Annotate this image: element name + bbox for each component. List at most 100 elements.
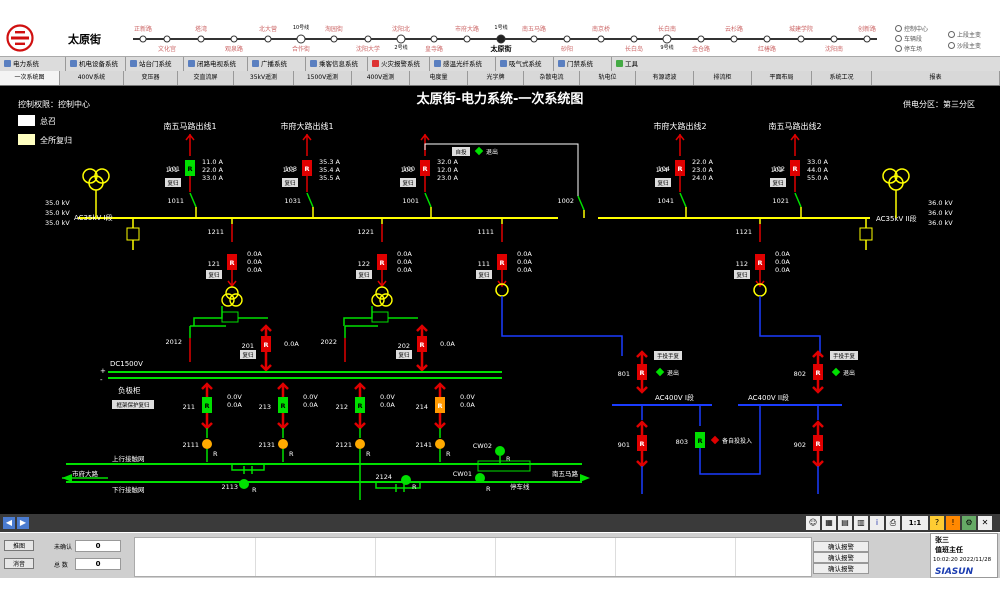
station-label[interactable]: 南京桥 bbox=[591, 26, 611, 33]
reset-button[interactable] bbox=[356, 270, 372, 279]
breaker-icon[interactable] bbox=[637, 364, 647, 380]
station-label[interactable]: 云杉路 bbox=[724, 26, 744, 33]
breaker-icon[interactable] bbox=[278, 397, 288, 413]
station-label[interactable]: 长白岛 bbox=[624, 46, 644, 53]
menu-psd[interactable]: 站台门系统 bbox=[126, 57, 184, 71]
station-label[interactable]: 砂阳 bbox=[560, 46, 574, 53]
breaker-icon[interactable] bbox=[435, 397, 445, 413]
station-label[interactable]: 淘园街 bbox=[324, 26, 344, 33]
menu-access[interactable]: 门禁系统 bbox=[554, 57, 612, 71]
ack-alarm-button-1[interactable]: 确认报警 bbox=[813, 552, 869, 563]
submenu-tab[interactable]: 一次系统图 bbox=[0, 71, 60, 85]
alarm-icon[interactable]: ! bbox=[946, 516, 960, 530]
station-label[interactable]: 市府大路 bbox=[454, 26, 480, 33]
ack-alarm-button-3[interactable]: 确认报警 bbox=[813, 541, 869, 552]
station-label[interactable]: 观泉路 bbox=[224, 46, 244, 53]
reset-button[interactable] bbox=[165, 178, 181, 187]
station-label[interactable]: 合作街 bbox=[291, 46, 311, 53]
submenu-tab[interactable]: 光字牌 bbox=[468, 71, 524, 85]
breaker-icon[interactable] bbox=[420, 160, 430, 176]
reset-button[interactable] bbox=[240, 350, 256, 359]
submenu-tab[interactable]: 轨电位 bbox=[580, 71, 636, 85]
breaker-icon[interactable] bbox=[417, 336, 427, 352]
breaker-icon[interactable] bbox=[261, 336, 271, 352]
station-label[interactable]: 金仓路 bbox=[691, 46, 711, 53]
submenu-tab[interactable]: 报表 bbox=[872, 71, 1000, 85]
ack-alarm-button-2[interactable]: 确认报警 bbox=[813, 563, 869, 574]
submenu-tab[interactable]: 变压器 bbox=[124, 71, 178, 85]
print-icon[interactable]: ⎙ bbox=[886, 516, 900, 530]
manual-mode-button[interactable] bbox=[830, 351, 858, 360]
menu-pa[interactable]: 广播系统 bbox=[248, 57, 306, 71]
station-label[interactable]: 皇寺路 bbox=[424, 46, 444, 53]
station-label[interactable]: 红椿路 bbox=[757, 46, 777, 53]
reset-all-button[interactable]: 全所复归 bbox=[18, 134, 72, 145]
menu-tools[interactable]: 工具 bbox=[612, 57, 676, 71]
station-label[interactable]: 城建学院 bbox=[788, 26, 814, 33]
auto-switch-button[interactable] bbox=[452, 147, 470, 156]
station-label[interactable]: 沈阳大学 bbox=[355, 46, 381, 53]
reset-button[interactable] bbox=[282, 178, 298, 187]
frame-protect-button[interactable] bbox=[112, 400, 154, 409]
station-label[interactable]: 沈阳南 bbox=[824, 46, 844, 53]
submenu-tab[interactable]: 1500V遥测 bbox=[294, 71, 352, 85]
breaker-icon[interactable] bbox=[377, 254, 387, 270]
submenu-tab[interactable]: 系统工况 bbox=[812, 71, 872, 85]
push-picture-button[interactable]: 推图 bbox=[4, 540, 34, 551]
breaker-icon[interactable] bbox=[302, 160, 312, 176]
mute-button[interactable]: 消音 bbox=[4, 558, 34, 569]
menu-fiber[interactable]: 感温光纤系统 bbox=[430, 57, 496, 71]
reset-button[interactable] bbox=[770, 178, 786, 187]
info-icon[interactable]: i bbox=[870, 516, 884, 530]
alarm-list[interactable] bbox=[134, 537, 812, 577]
menu-aspirating[interactable]: 吸气式系统 bbox=[496, 57, 554, 71]
breaker-icon[interactable] bbox=[637, 435, 647, 451]
breaker-icon[interactable] bbox=[813, 364, 823, 380]
submenu-tab[interactable]: 杂散电流 bbox=[524, 71, 580, 85]
breaker-icon[interactable] bbox=[790, 160, 800, 176]
breaker-icon[interactable] bbox=[755, 254, 765, 270]
submenu-tab[interactable]: 35kV遥测 bbox=[234, 71, 294, 85]
menu-power[interactable]: 电力系统 bbox=[0, 57, 66, 71]
submenu-tab[interactable]: 电度量 bbox=[410, 71, 468, 85]
reset-button[interactable] bbox=[476, 270, 492, 279]
breaker-icon[interactable] bbox=[185, 160, 195, 176]
chart-icon[interactable]: ▤ bbox=[838, 516, 852, 530]
document-icon[interactable]: ▥ bbox=[854, 516, 868, 530]
total-call-button[interactable]: 总召 bbox=[18, 115, 56, 126]
station-label[interactable]: 创新路 bbox=[857, 26, 877, 33]
menu-fas[interactable]: 火灾报警系统 bbox=[368, 57, 430, 71]
breaker-icon[interactable] bbox=[202, 397, 212, 413]
reset-button[interactable] bbox=[734, 270, 750, 279]
submenu-tab[interactable]: 交直流屏 bbox=[178, 71, 234, 85]
reset-button[interactable] bbox=[400, 178, 416, 187]
breaker-icon[interactable] bbox=[675, 160, 685, 176]
back-arrow-icon[interactable]: ◀ bbox=[3, 517, 15, 529]
submenu-tab[interactable]: 400V遥测 bbox=[352, 71, 410, 85]
settings-icon[interactable]: ⚙ bbox=[962, 516, 976, 530]
submenu-tab[interactable]: 平面布局 bbox=[752, 71, 812, 85]
breaker-icon[interactable] bbox=[355, 397, 365, 413]
station-label[interactable]: 太原街 bbox=[490, 45, 512, 53]
breaker-icon[interactable] bbox=[497, 254, 507, 270]
calendar-icon[interactable]: ▦ bbox=[822, 516, 836, 530]
breaker-icon[interactable] bbox=[227, 254, 237, 270]
menu-cctv[interactable]: 闭路电视系统 bbox=[184, 57, 248, 71]
reset-button[interactable] bbox=[396, 350, 412, 359]
station-label[interactable]: 文化宫 bbox=[157, 46, 177, 53]
manual-mode-button[interactable] bbox=[654, 351, 682, 360]
menu-mech[interactable]: 机电设备系统 bbox=[66, 57, 126, 71]
station-label[interactable]: 南五马路 bbox=[521, 26, 547, 33]
submenu-tab[interactable]: 400V系统 bbox=[60, 71, 124, 85]
station-label[interactable]: 正新路 bbox=[133, 26, 153, 33]
menu-pis[interactable]: 乘客信息系统 bbox=[306, 57, 368, 71]
reset-button[interactable] bbox=[206, 270, 222, 279]
close-window-icon[interactable]: ✕ bbox=[978, 516, 992, 530]
station-label[interactable]: 长白南 bbox=[657, 26, 677, 33]
breaker-icon[interactable] bbox=[695, 432, 705, 448]
station-label[interactable]: 塔湾 bbox=[194, 26, 208, 33]
submenu-tab[interactable]: 有源滤波 bbox=[636, 71, 694, 85]
reset-button[interactable] bbox=[655, 178, 671, 187]
station-label[interactable]: 北大营 bbox=[258, 26, 278, 33]
station-label[interactable]: 沈阳北 bbox=[391, 26, 411, 33]
